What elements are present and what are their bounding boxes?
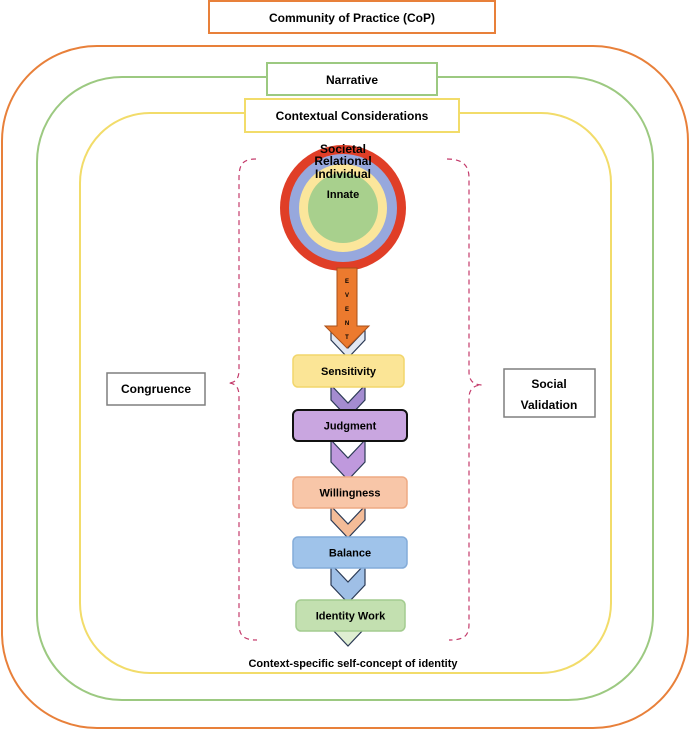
step-box xyxy=(292,354,405,388)
community-of-practice-label: Community of Practice (CoP) xyxy=(208,0,496,34)
societal-text: Societal xyxy=(320,142,366,156)
social-validation-text-line-1: Social xyxy=(531,377,566,391)
step-box xyxy=(292,476,408,509)
relational-text: Relational xyxy=(314,154,371,168)
congruence-label: Congruence xyxy=(106,372,206,406)
step-sensitivity: Sensitivity xyxy=(292,354,405,388)
step-label: Identity Work xyxy=(316,611,386,623)
event-letters: E V E N T xyxy=(345,279,349,341)
step-label: Balance xyxy=(329,548,371,560)
event-arrow: E V E N T xyxy=(323,267,371,349)
identity-circles: Societal Relational Individual Innate xyxy=(280,142,406,271)
congruence-text: Congruence xyxy=(121,382,191,396)
chevron-segment xyxy=(330,438,366,481)
step-label: Sensitivity xyxy=(321,366,377,378)
social-validation-label: Social Validation xyxy=(503,368,596,418)
chevron-segment xyxy=(330,504,366,539)
contextual-considerations-label: Contextual Considerations xyxy=(244,98,460,133)
process-steps: SensitivityJudgmentWillingnessBalanceIde… xyxy=(292,354,408,632)
step-identity-work: Identity Work xyxy=(295,599,406,632)
event-letter: T xyxy=(345,335,349,341)
event-letter: N xyxy=(345,321,349,327)
step-judgment: Judgment xyxy=(292,409,408,442)
step-box xyxy=(295,599,406,632)
event-letter: E xyxy=(345,279,349,285)
left-bracket xyxy=(227,158,258,641)
community-of-practice-text: Community of Practice (CoP) xyxy=(269,11,435,25)
step-box xyxy=(292,536,408,569)
narrative-text: Narrative xyxy=(326,73,378,87)
social-validation-text-line-2: Validation xyxy=(521,398,578,412)
step-willingness: Willingness xyxy=(292,476,408,509)
step-label: Willingness xyxy=(319,488,380,500)
chevron-segment xyxy=(330,562,366,604)
event-letter: E xyxy=(345,307,349,313)
event-letter: V xyxy=(345,293,349,299)
self-concept-caption: Context-specific self-concept of identit… xyxy=(248,658,458,670)
contextual-considerations-text: Contextual Considerations xyxy=(276,109,429,123)
step-balance: Balance xyxy=(292,536,408,569)
innate-core xyxy=(308,173,378,243)
innate-text: Innate xyxy=(327,189,359,201)
individual-text: Individual xyxy=(315,167,371,181)
narrative-label: Narrative xyxy=(266,62,438,96)
step-label: Judgment xyxy=(324,421,377,433)
chevron-segment xyxy=(330,328,366,359)
community-of-practice-frame xyxy=(1,45,689,729)
right-bracket xyxy=(446,158,483,641)
step-box xyxy=(292,409,408,442)
